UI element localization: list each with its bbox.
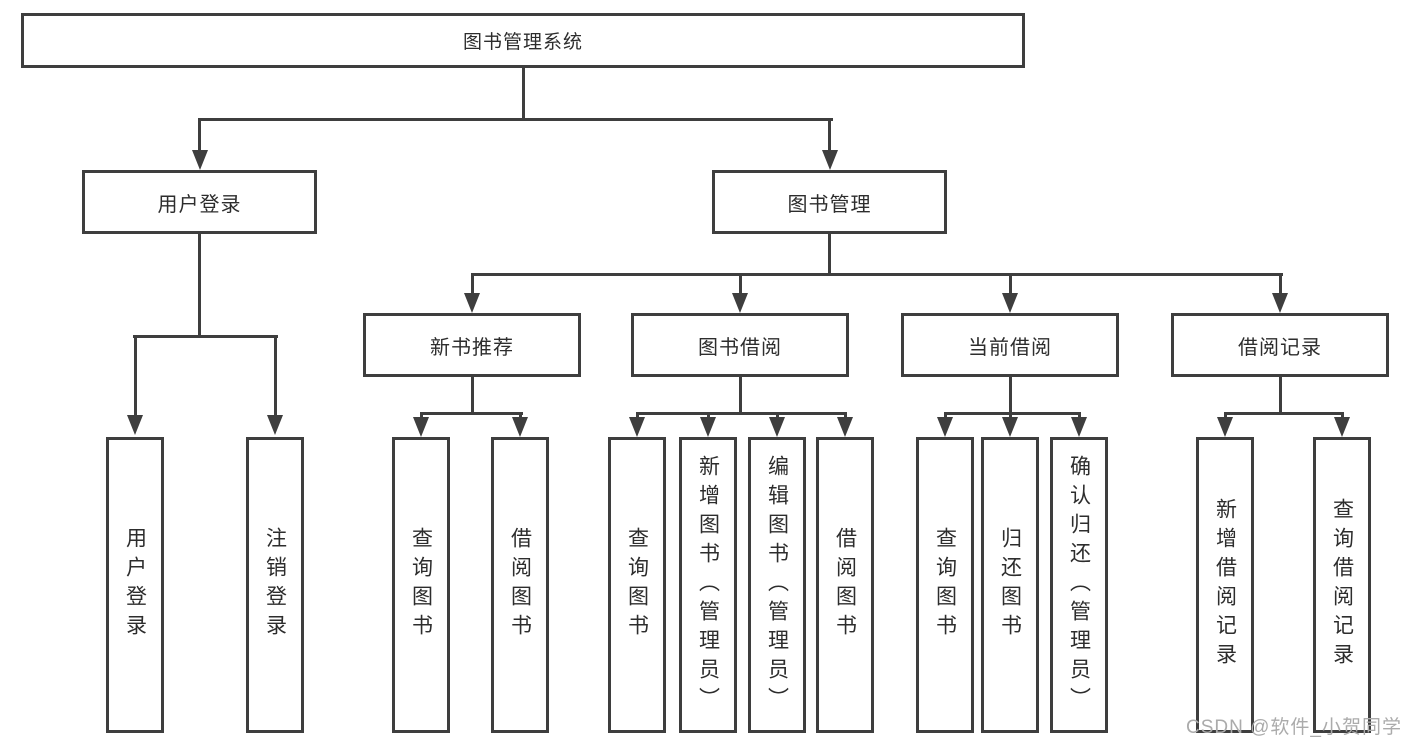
- leaf-query-borrow-record: 查询借阅记录: [1313, 437, 1371, 733]
- arrowhead-icon: [512, 417, 528, 437]
- connector-line: [739, 377, 742, 412]
- connector-line: [636, 412, 847, 415]
- leaf-recommend-borrow-books: 借阅图书: [491, 437, 549, 733]
- leaf-label: 查询图书: [933, 527, 957, 643]
- connector-line: [198, 118, 833, 121]
- leaf-borrow-books: 借阅图书: [816, 437, 874, 733]
- node-user-login: 用户登录: [82, 170, 317, 234]
- leaf-logout: 注销登录: [246, 437, 304, 733]
- connector-line: [844, 412, 847, 420]
- arrowhead-icon: [1002, 417, 1018, 437]
- leaf-edit-books-admin: 编辑图书（管理员）: [748, 437, 806, 733]
- node-current-borrow: 当前借阅: [901, 313, 1119, 377]
- connector-line: [134, 335, 137, 417]
- connector-line: [198, 234, 201, 335]
- leaf-borrow-query-books: 查询图书: [608, 437, 666, 733]
- arrowhead-icon: [127, 415, 143, 435]
- connector-line: [1009, 412, 1012, 420]
- leaf-return-books: 归还图书: [981, 437, 1039, 733]
- arrowhead-icon: [822, 150, 838, 170]
- connector-line: [739, 273, 742, 295]
- connector-line: [1224, 412, 1344, 415]
- leaf-label: 借阅图书: [833, 527, 857, 643]
- connector-line: [471, 273, 474, 295]
- connector-line: [944, 412, 1081, 415]
- connector-line: [519, 412, 522, 420]
- connector-line: [707, 412, 710, 420]
- arrowhead-icon: [769, 417, 785, 437]
- connector-line: [1341, 412, 1344, 420]
- leaf-label: 新增借阅记录: [1213, 498, 1237, 672]
- arrowhead-icon: [837, 417, 853, 437]
- arrowhead-icon: [413, 417, 429, 437]
- leaf-user-login: 用户登录: [106, 437, 164, 733]
- arrowhead-icon: [732, 293, 748, 313]
- connector-line: [944, 412, 947, 420]
- connector-line: [1279, 273, 1282, 295]
- node-book-management: 图书管理: [712, 170, 947, 234]
- connector-line: [828, 118, 831, 152]
- connector-line: [274, 335, 277, 417]
- leaf-label: 查询图书: [625, 527, 649, 643]
- leaf-current-query-books: 查询图书: [916, 437, 974, 733]
- connector-line: [636, 412, 639, 420]
- arrowhead-icon: [937, 417, 953, 437]
- arrowhead-icon: [1071, 417, 1087, 437]
- leaf-label: 查询图书: [409, 527, 433, 643]
- connector-line: [1009, 377, 1012, 412]
- arrowhead-icon: [464, 293, 480, 313]
- node-borrow-records: 借阅记录: [1171, 313, 1389, 377]
- leaf-label: 新增图书（管理员）: [696, 454, 720, 716]
- arrowhead-icon: [1217, 417, 1233, 437]
- leaf-label: 归还图书: [998, 527, 1022, 643]
- arrowhead-icon: [267, 415, 283, 435]
- node-library-management-system: 图书管理系统: [21, 13, 1025, 68]
- connector-line: [1224, 412, 1227, 420]
- leaf-recommend-query-books: 查询图书: [392, 437, 450, 733]
- leaf-label: 编辑图书（管理员）: [765, 454, 789, 716]
- connector-line: [420, 412, 523, 415]
- arrowhead-icon: [1272, 293, 1288, 313]
- connector-line: [776, 412, 779, 420]
- leaf-label: 查询借阅记录: [1330, 498, 1354, 672]
- arrowhead-icon: [629, 417, 645, 437]
- leaf-add-books-admin: 新增图书（管理员）: [679, 437, 737, 733]
- leaf-label: 借阅图书: [508, 527, 532, 643]
- connector-line: [1078, 412, 1081, 420]
- arrowhead-icon: [192, 150, 208, 170]
- leaf-label: 注销登录: [263, 527, 287, 643]
- leaf-label: 用户登录: [123, 527, 147, 643]
- arrowhead-icon: [1334, 417, 1350, 437]
- connector-line: [471, 377, 474, 412]
- connector-line: [133, 335, 278, 338]
- leaf-confirm-return-admin: 确认归还（管理员）: [1050, 437, 1108, 733]
- connector-line: [828, 234, 831, 273]
- connector-line: [1009, 273, 1012, 295]
- arrowhead-icon: [1002, 293, 1018, 313]
- connector-line: [420, 412, 423, 420]
- connector-line: [1279, 377, 1282, 412]
- connector-line: [198, 118, 201, 152]
- leaf-label: 确认归还（管理员）: [1067, 454, 1091, 716]
- watermark: CSDN @软件_小贺同学: [1186, 717, 1402, 738]
- connector-line: [471, 273, 1283, 276]
- arrowhead-icon: [700, 417, 716, 437]
- leaf-add-borrow-record: 新增借阅记录: [1196, 437, 1254, 733]
- node-new-book-recommend: 新书推荐: [363, 313, 581, 377]
- connector-line: [522, 68, 525, 118]
- node-book-borrow: 图书借阅: [631, 313, 849, 377]
